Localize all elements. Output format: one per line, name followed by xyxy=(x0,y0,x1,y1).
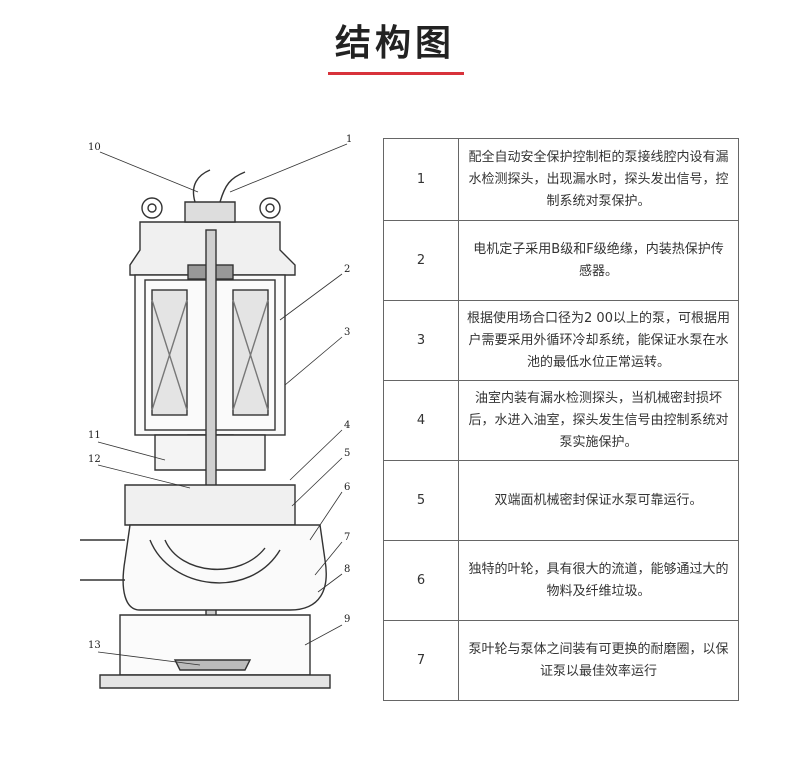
row-description: 独特的叶轮，具有很大的流道，能够通过大的物料及纤维垃圾。 xyxy=(458,540,739,621)
table-row: 7 泵叶轮与泵体之间装有可更换的耐磨圈，以保证泵以最佳效率运行 xyxy=(383,620,739,701)
row-description: 电机定子采用B级和F级绝缘，内装热保护传感器。 xyxy=(458,220,739,301)
callout-label: 8 xyxy=(344,564,350,575)
table-row: 5 双端面机械密封保证水泵可靠运行。 xyxy=(383,460,739,541)
callout-label: 2 xyxy=(344,264,350,275)
title-underline xyxy=(328,72,464,75)
row-description: 配全自动安全保护控制柜的泵接线腔内设有漏水检测探头，出现漏水时，探头发出信号，控… xyxy=(458,138,739,221)
row-number: 1 xyxy=(383,138,459,221)
callout-label: 11 xyxy=(88,430,101,441)
row-description: 根据使用场合口径为2 00以上的泵，可根据用户需要采用外循环冷却系统，能保证水泵… xyxy=(458,300,739,381)
callout-label: 12 xyxy=(88,454,101,465)
row-number: 3 xyxy=(383,300,459,381)
row-number: 7 xyxy=(383,620,459,701)
page-title: 结构图 xyxy=(334,23,455,64)
table-row: 1 配全自动安全保护控制柜的泵接线腔内设有漏水检测探头，出现漏水时，探头发出信号… xyxy=(383,138,739,221)
callout-label: 3 xyxy=(344,327,350,338)
callout-label: 4 xyxy=(344,420,350,431)
feature-table: 1 配全自动安全保护控制柜的泵接线腔内设有漏水检测探头，出现漏水时，探头发出信号… xyxy=(383,138,739,701)
row-description: 双端面机械密封保证水泵可靠运行。 xyxy=(458,460,739,541)
table-row: 2 电机定子采用B级和F级绝缘，内装热保护传感器。 xyxy=(383,220,739,301)
table-row: 3 根据使用场合口径为2 00以上的泵，可根据用户需要采用外循环冷却系统，能保证… xyxy=(383,300,739,381)
callout-label: 9 xyxy=(344,614,350,625)
pump-structure-diagram: 1 2 3 4 5 6 7 8 9 10 11 12 13 xyxy=(80,134,352,689)
row-number: 2 xyxy=(383,220,459,301)
callout-label: 1 xyxy=(346,134,352,145)
callout-label: 10 xyxy=(88,142,101,153)
callout-label: 6 xyxy=(344,482,350,493)
table-row: 4 油室内装有漏水检测探头，当机械密封损坏后，水进入油室，探头发生信号由控制系统… xyxy=(383,380,739,461)
row-number: 5 xyxy=(383,460,459,541)
row-number: 4 xyxy=(383,380,459,461)
callout-label: 5 xyxy=(344,448,350,459)
row-description: 油室内装有漏水检测探头，当机械密封损坏后，水进入油室，探头发生信号由控制系统对泵… xyxy=(458,380,739,461)
callout-label: 13 xyxy=(88,640,101,651)
table-row: 6 独特的叶轮，具有很大的流道，能够通过大的物料及纤维垃圾。 xyxy=(383,540,739,621)
row-description: 泵叶轮与泵体之间装有可更换的耐磨圈，以保证泵以最佳效率运行 xyxy=(458,620,739,701)
callout-label: 7 xyxy=(344,532,350,543)
row-number: 6 xyxy=(383,540,459,621)
